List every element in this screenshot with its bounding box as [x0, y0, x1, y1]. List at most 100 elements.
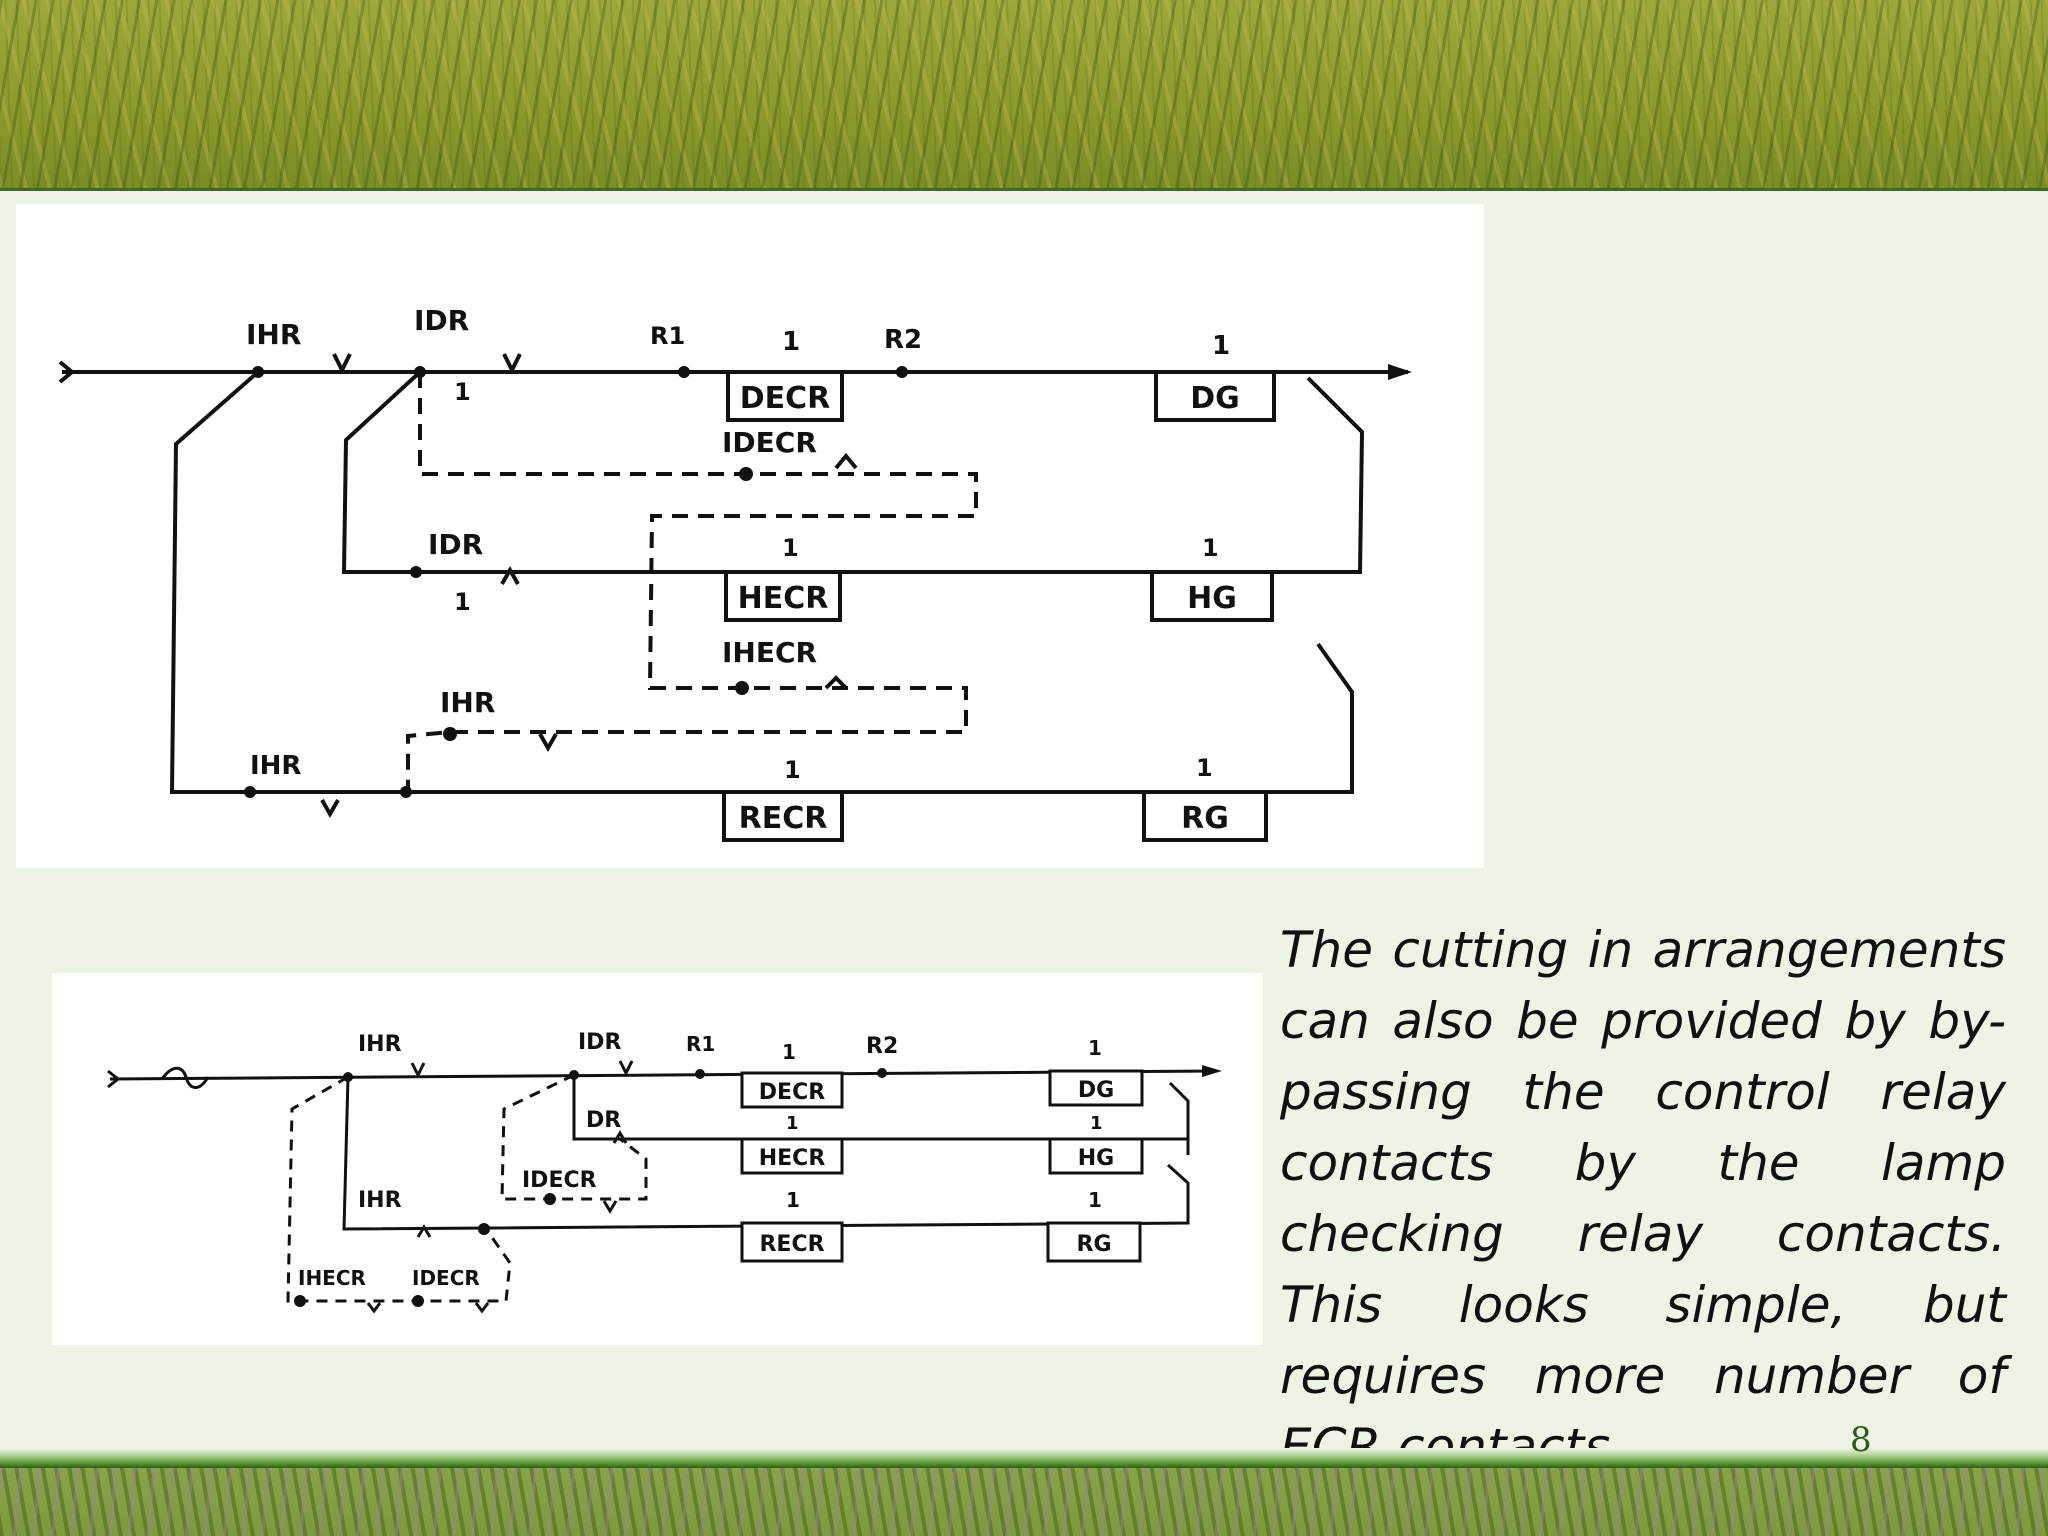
- box-label: HECR: [759, 1146, 826, 1171]
- box-label: RG: [1077, 1232, 1112, 1257]
- contact-label: 1: [1088, 1188, 1102, 1212]
- box-label: HECR: [738, 581, 829, 616]
- contact-label: R2: [866, 1034, 898, 1059]
- contact-label: 1: [1212, 331, 1230, 361]
- junction-dot: [735, 681, 749, 695]
- contact-mark: [834, 452, 858, 470]
- relay-box-recr: [722, 790, 844, 842]
- contact-label: IDR: [578, 1030, 621, 1055]
- box-label: RECR: [759, 1232, 824, 1257]
- relay-box-hg: [1048, 1137, 1144, 1175]
- contact-label: DR: [586, 1108, 621, 1133]
- circuit-diagram-top-svg: DECR DG HECR HG RECR RG IHR IDR R1 1 R2 …: [58, 304, 1412, 842]
- contact-label: IHECR: [298, 1266, 366, 1290]
- junction-dot: [739, 467, 753, 481]
- contact-label: 1: [786, 1188, 800, 1212]
- relay-box-hecr: [740, 1137, 844, 1175]
- contact-label: 1: [454, 588, 471, 616]
- contact-label: IDR: [428, 528, 483, 561]
- bypass-dashed-wire: [286, 1075, 512, 1303]
- contact-label: IDR: [414, 304, 469, 337]
- contact-label: IHR: [358, 1032, 402, 1057]
- contact-mark: [410, 1062, 426, 1079]
- relay-box-decr: [740, 1071, 844, 1109]
- contact-mark: [474, 1302, 490, 1314]
- circuit-diagram-bottom-svg: DECR DG HECR HG RECR RG IHR IDR R1 1 R2 …: [107, 1030, 1222, 1314]
- contact-mark: [320, 799, 340, 819]
- input-tail-mark: [58, 360, 76, 384]
- relay-box-hg: [1150, 570, 1274, 622]
- junction-dot: [443, 727, 457, 741]
- hg-circuit-wire: [341, 370, 1365, 574]
- circuit-diagram-top: DECR DG HECR HG RECR RG IHR IDR R1 1 R2 …: [16, 204, 1484, 868]
- fuse-symbol: [160, 1066, 210, 1089]
- box-label: RECR: [739, 801, 828, 836]
- contact-label: 1: [782, 327, 800, 357]
- output-arrow: [1202, 1065, 1222, 1077]
- contact-label: IDECR: [412, 1266, 480, 1290]
- relay-box-dg: [1154, 370, 1276, 422]
- bypass-dashed-wire: [406, 372, 978, 792]
- contact-mark: [618, 1060, 634, 1077]
- junction-dot: [896, 366, 908, 378]
- contact-mark: [538, 733, 558, 753]
- box-label: DECR: [759, 1080, 825, 1105]
- main-bus-line: [109, 1069, 1217, 1081]
- contact-label: 1: [454, 378, 471, 406]
- contact-label: R1: [686, 1032, 715, 1056]
- contact-label: 1: [1090, 1113, 1103, 1134]
- contact-label: IDECR: [522, 1168, 597, 1193]
- box-label: HG: [1187, 581, 1237, 616]
- bottom-divider: [0, 1448, 2048, 1468]
- relay-box-rg: [1046, 1221, 1142, 1263]
- output-arrow: [1388, 364, 1412, 380]
- relay-box-recr: [740, 1221, 844, 1263]
- contact-label: R1: [650, 322, 685, 350]
- contact-mark: [602, 1200, 618, 1214]
- junction-dot: [877, 1068, 887, 1078]
- contact-label: IHR: [250, 751, 301, 781]
- contact-mark: [502, 353, 522, 375]
- contact-label: IHR: [358, 1188, 402, 1213]
- junction-dot: [294, 1295, 306, 1307]
- contact-label: R2: [884, 325, 922, 355]
- slide-caption: The cutting in arrangements can also be …: [1280, 921, 2006, 1476]
- contact-label: 1: [1088, 1036, 1102, 1060]
- contact-label: 1: [782, 534, 799, 562]
- box-label: DECR: [740, 381, 831, 416]
- junction-dot: [410, 566, 422, 578]
- relay-box-rg: [1142, 790, 1268, 842]
- contact-label: IHECR: [722, 636, 817, 669]
- red-circuit-wire: [342, 1076, 1190, 1231]
- contact-label: IHR: [246, 318, 301, 351]
- relay-box-decr: [726, 370, 844, 422]
- box-label: HG: [1078, 1146, 1114, 1171]
- junction-dot: [678, 366, 690, 378]
- contact-label: 1: [1202, 534, 1219, 562]
- box-label: DG: [1078, 1078, 1114, 1103]
- junction-dot: [244, 786, 256, 798]
- relay-box-dg: [1048, 1069, 1144, 1107]
- input-tail-mark: [107, 1069, 121, 1089]
- contact-label: 1: [782, 1040, 796, 1064]
- bypass-dashed-wire: [500, 1073, 648, 1201]
- junction-dot: [695, 1069, 705, 1079]
- relay-box-hecr: [724, 570, 842, 622]
- contact-mark: [366, 1302, 382, 1314]
- contact-label: IDECR: [722, 426, 817, 459]
- junction-dot: [412, 1295, 424, 1307]
- box-label: DG: [1190, 381, 1240, 416]
- top-divider: [0, 188, 2048, 191]
- top-grass-banner: [0, 0, 2048, 188]
- bottom-grass-banner: [0, 1468, 2048, 1536]
- contact-label: 1: [784, 756, 801, 784]
- circuit-diagram-bottom: DECR DG HECR HG RECR RG IHR IDR R1 1 R2 …: [52, 973, 1262, 1345]
- junction-dot: [544, 1193, 556, 1205]
- junction-dot: [478, 1223, 490, 1235]
- contact-label: IHR: [440, 686, 495, 719]
- contact-label: 1: [1196, 754, 1213, 782]
- contact-mark: [824, 675, 848, 690]
- page-number: 8: [1850, 1420, 1872, 1460]
- box-label: RG: [1181, 801, 1229, 836]
- contact-mark: [332, 353, 352, 375]
